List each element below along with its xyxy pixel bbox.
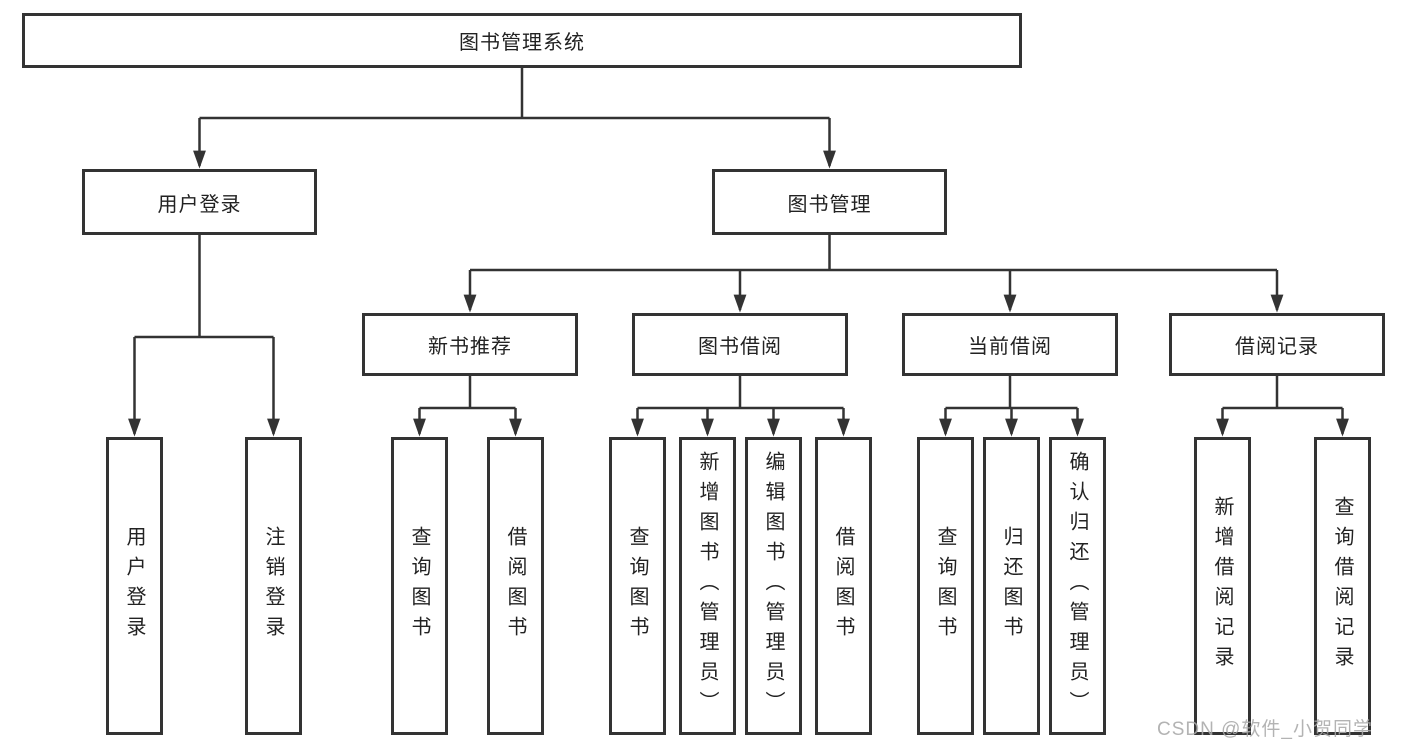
- leaf-label: 借阅图书: [832, 526, 854, 646]
- node-user-login: 用户登录: [82, 169, 317, 235]
- leaf-query-books-borrowing: 查询图书: [609, 437, 666, 735]
- leaf-add-borrow-record: 新增借阅记录: [1194, 437, 1251, 735]
- node-label: 图书借阅: [698, 336, 782, 358]
- node-library-management-system: 图书管理系统: [22, 13, 1022, 68]
- leaf-query-books-current: 查询图书: [917, 437, 974, 735]
- leaf-label: 新增图书（管理员）: [696, 451, 718, 721]
- node-book-borrowing: 图书借阅: [632, 313, 848, 376]
- node-book-management: 图书管理: [712, 169, 947, 235]
- node-borrowing-records: 借阅记录: [1169, 313, 1385, 376]
- leaf-label: 查询图书: [408, 526, 430, 646]
- leaf-label: 确认归还（管理员）: [1066, 451, 1088, 721]
- leaf-label: 新增借阅记录: [1211, 496, 1233, 676]
- leaf-return-books: 归还图书: [983, 437, 1040, 735]
- leaf-user-login: 用户登录: [106, 437, 163, 735]
- leaf-label: 查询图书: [934, 526, 956, 646]
- leaf-label: 用户登录: [123, 526, 145, 646]
- node-label: 图书管理: [787, 193, 872, 216]
- node-new-book-recommendation: 新书推荐: [362, 313, 578, 376]
- leaf-confirm-return-admin: 确认归还（管理员）: [1049, 437, 1106, 735]
- leaf-borrow-books-recommend: 借阅图书: [487, 437, 544, 735]
- leaf-label: 编辑图书（管理员）: [762, 451, 784, 721]
- csdn-watermark: CSDN @软件_小贺同学: [1157, 719, 1373, 740]
- node-label: 新书推荐: [428, 336, 512, 358]
- node-label: 用户登录: [157, 193, 242, 216]
- leaf-label: 归还图书: [1000, 526, 1022, 646]
- node-label: 图书管理系统: [459, 32, 585, 54]
- node-label: 借阅记录: [1235, 336, 1319, 358]
- node-current-borrowing: 当前借阅: [902, 313, 1118, 376]
- leaf-query-books-recommend: 查询图书: [391, 437, 448, 735]
- leaf-add-books-admin: 新增图书（管理员）: [679, 437, 736, 735]
- node-label: 当前借阅: [968, 336, 1052, 358]
- leaf-query-borrow-record: 查询借阅记录: [1314, 437, 1371, 735]
- leaf-edit-books-admin: 编辑图书（管理员）: [745, 437, 802, 735]
- leaf-label: 查询借阅记录: [1331, 496, 1353, 676]
- leaf-label: 借阅图书: [504, 526, 526, 646]
- leaf-borrow-books-borrowing: 借阅图书: [815, 437, 872, 735]
- leaf-logout: 注销登录: [245, 437, 302, 735]
- leaf-label: 注销登录: [262, 526, 284, 646]
- leaf-label: 查询图书: [626, 526, 648, 646]
